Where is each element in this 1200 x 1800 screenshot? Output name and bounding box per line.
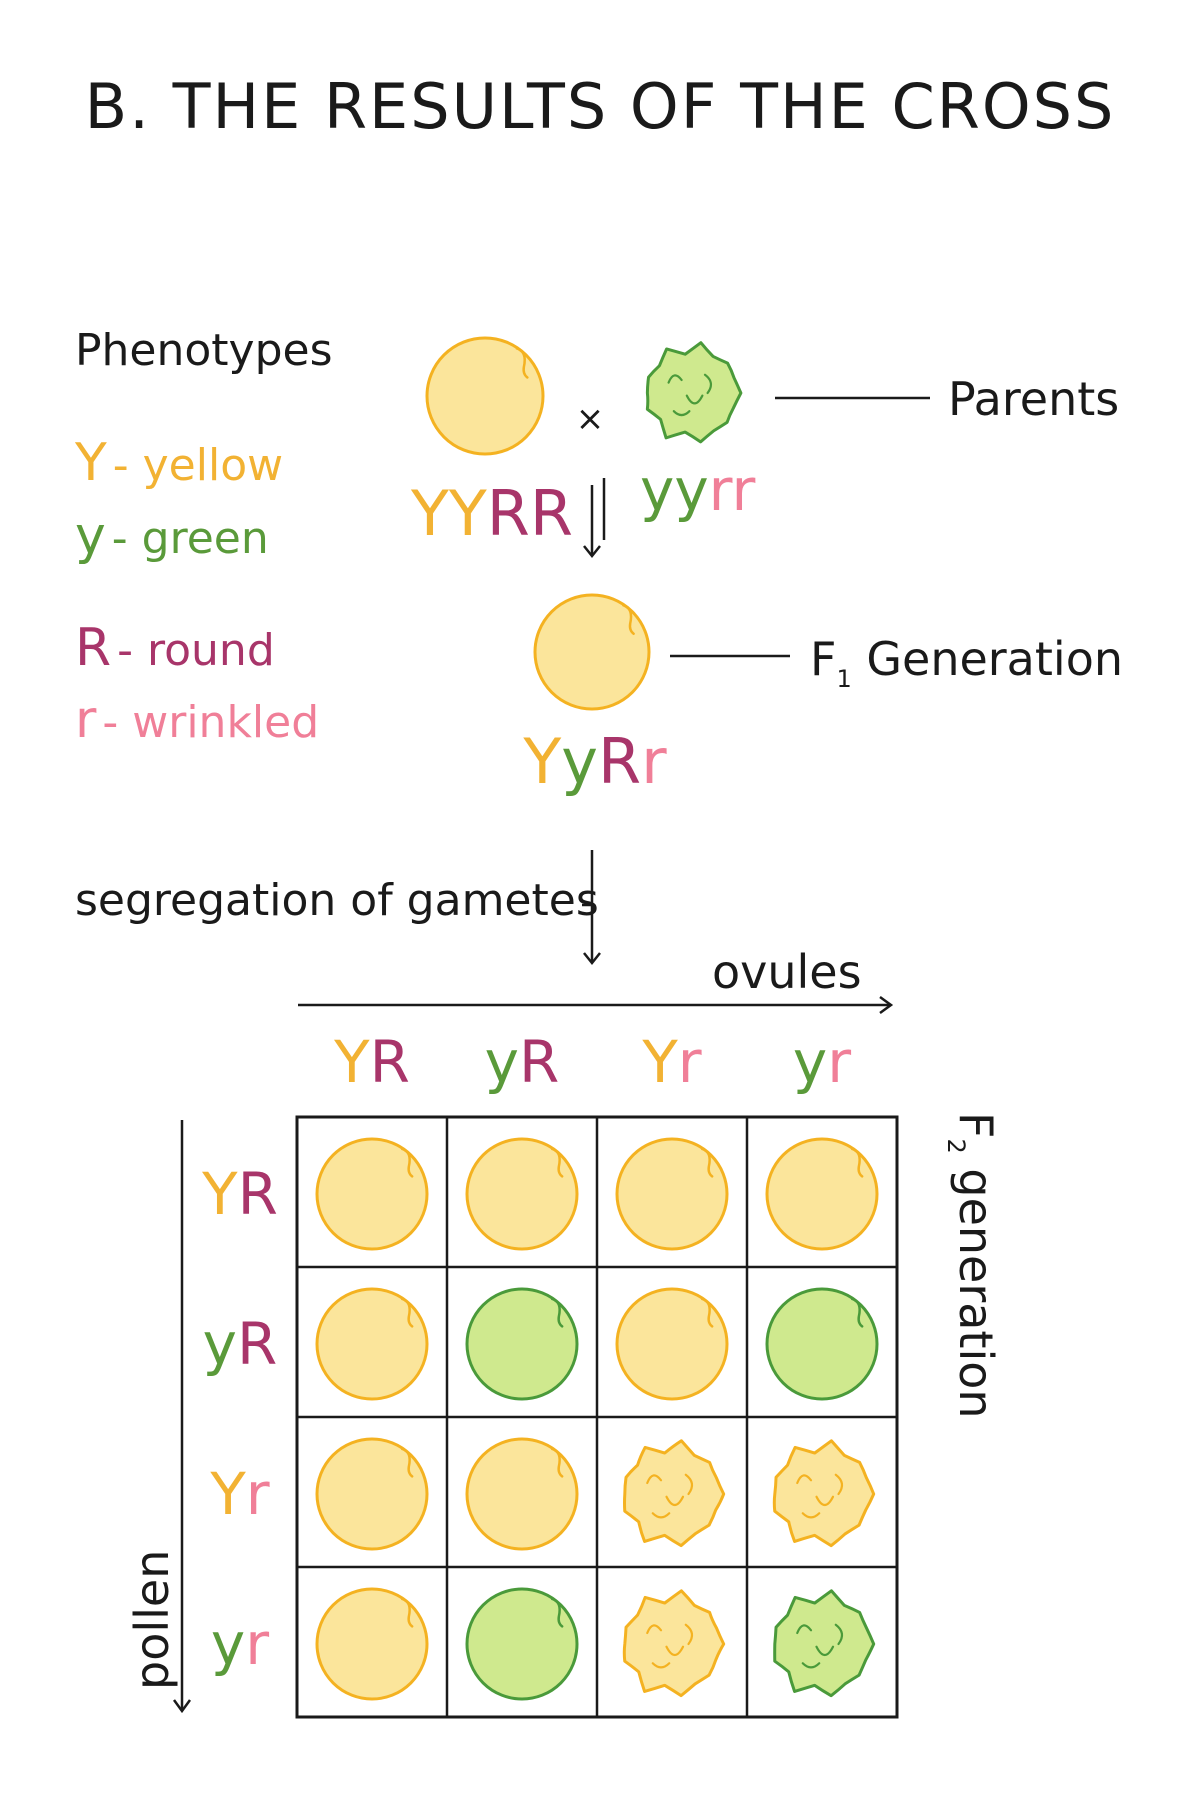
legend-letter: R (75, 618, 111, 678)
ovules-axis: ovules YR yR Yr yr (298, 945, 891, 1096)
legend-text: - green (112, 513, 269, 564)
pea-yellow-wrinkled (625, 1441, 724, 1546)
phenotype-legend: Phenotypes Y- yellowy- greenR- roundr- w… (74, 325, 333, 750)
legend-letter: r (75, 690, 97, 750)
pea-yellow-round (467, 1139, 577, 1249)
genotype-text: YYRR (410, 477, 573, 550)
legend-text: - round (117, 625, 275, 676)
legend-text: - wrinkled (102, 697, 319, 748)
pea-yellow-round (617, 1289, 727, 1399)
genotype-text: YyRr (522, 725, 667, 798)
ovule-gamete-label: YR (333, 1028, 410, 1096)
legend-item: R- round (75, 618, 275, 678)
pea-green-round (467, 1589, 577, 1699)
segregation-label: segregation of gametes (75, 875, 599, 926)
punnett-square (297, 1117, 897, 1717)
parent-yellow-round-pea (427, 338, 543, 454)
legend-heading: Phenotypes (75, 325, 333, 376)
pea-green-wrinkled (775, 1591, 874, 1696)
page-title: B. THE RESULTS OF THE CROSS (85, 70, 1116, 143)
legend-item: r- wrinkled (75, 690, 319, 750)
pea-yellow-round (467, 1439, 577, 1549)
genotype-text: yyrr (640, 456, 755, 524)
f2-label: F2 generation (942, 1112, 1003, 1419)
legend-item: Y- yellow (74, 433, 283, 493)
cross-symbol: × (576, 399, 605, 439)
ovule-gamete-label: yr (793, 1028, 851, 1096)
parents-label: Parents (948, 372, 1119, 426)
pea-yellow-wrinkled (774, 1441, 873, 1546)
f1-yellow-round-pea (535, 595, 649, 709)
pollen-gamete-label: yr (211, 1610, 269, 1678)
legend-letter: Y (74, 433, 107, 493)
ovules-label: ovules (712, 945, 862, 999)
pea-yellow-round (617, 1139, 727, 1249)
parent-left-genotype: YYRR (410, 477, 573, 550)
parents-row: × Parents YYRR yyrr (410, 338, 1119, 556)
pea-yellow-round (535, 595, 649, 709)
legend-letter: y (75, 506, 106, 566)
ovule-gamete-label: yR (485, 1028, 560, 1096)
parent-right-genotype: yyrr (640, 456, 755, 524)
pea-yellow-round (317, 1289, 427, 1399)
f1-label: F1 Generation (810, 632, 1123, 693)
pollen-axis: pollen YR yR Yr yr (125, 1120, 278, 1711)
f1-genotype: YyRr (522, 725, 667, 798)
segregation-row: segregation of gametes (75, 850, 600, 963)
pea-yellow-round (317, 1439, 427, 1549)
legend-text: - yellow (113, 440, 283, 491)
pea-yellow-round (767, 1139, 877, 1249)
pollen-gamete-label: Yr (209, 1460, 269, 1528)
pea-yellow-wrinkled (624, 1591, 723, 1696)
down-arrow-icon (584, 485, 600, 556)
legend-item: y- green (75, 506, 269, 566)
pollen-label: pollen (125, 1550, 179, 1690)
pea-yellow-round (317, 1139, 427, 1249)
pea-green-round (767, 1289, 877, 1399)
pea-yellow-round (427, 338, 543, 454)
pea-green-round (467, 1289, 577, 1399)
pea-yellow-round (317, 1589, 427, 1699)
ovule-gamete-label: Yr (641, 1028, 701, 1096)
parent-green-wrinkled-pea (647, 343, 741, 442)
pea-green-wrinkled (647, 343, 741, 442)
f1-row: F1 Generation YyRr (522, 595, 1123, 798)
right-arrow-icon (298, 997, 891, 1013)
pollen-gamete-label: yR (203, 1310, 278, 1378)
pollen-gamete-label: YR (201, 1160, 278, 1228)
